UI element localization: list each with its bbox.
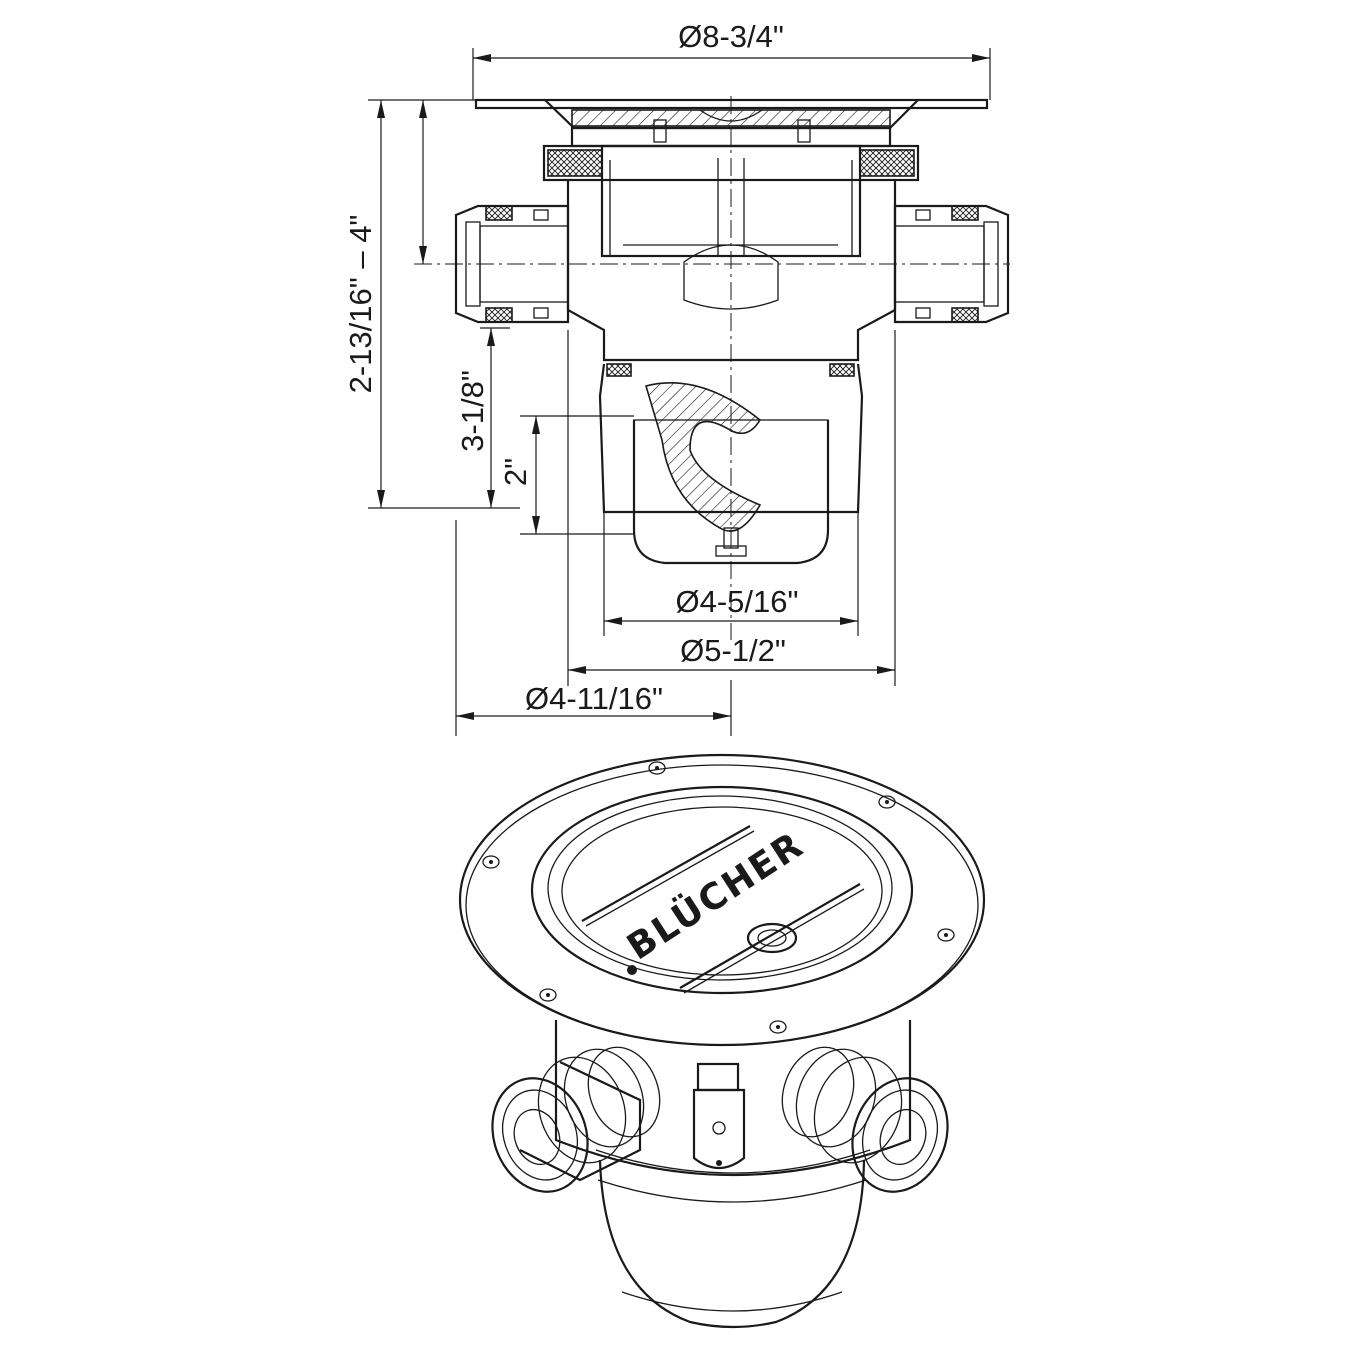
dim-center-to-edge: Ø4-11/16"	[455, 520, 732, 736]
section-view: Ø8-3/4"	[343, 19, 1010, 736]
dim-flange-diameter: Ø8-3/4"	[472, 19, 991, 100]
dim-body-diameter: Ø5-1/2"	[567, 330, 896, 686]
brand-dot	[627, 965, 637, 975]
lower-bowl	[598, 1159, 866, 1329]
body-diameter-label: Ø5-1/2"	[680, 633, 786, 668]
right-fitting	[781, 1046, 949, 1193]
center-lock	[746, 922, 798, 954]
dim-trap-depth: 2"	[498, 415, 634, 535]
isometric-view: BLÜCHER	[458, 753, 986, 1329]
left-fitting	[491, 1046, 661, 1193]
dim-outlet-diameter: Ø4-5/16"	[603, 512, 859, 636]
outlet-height-label: 3-1/8"	[455, 370, 490, 452]
body-cylinder	[554, 1020, 912, 1177]
center-tab	[692, 1062, 746, 1170]
flange-diameter-label: Ø8-3/4"	[678, 19, 784, 54]
left-inlet-pipe	[454, 204, 570, 324]
trap-depth-label: 2"	[498, 458, 533, 486]
flange-screw-holes	[482, 761, 955, 1034]
dim-height-range: 2-13/16" – 4"	[343, 99, 540, 509]
dim-inlet-height	[419, 100, 427, 264]
trap-body	[598, 363, 864, 565]
dim-outlet-height: 3-1/8"	[455, 327, 510, 508]
outlet-diameter-label: Ø4-5/16"	[675, 584, 798, 619]
center-to-edge-label: Ø4-11/16"	[525, 681, 663, 716]
height-range-label: 2-13/16" – 4"	[343, 215, 378, 394]
flange-plate	[474, 98, 989, 143]
